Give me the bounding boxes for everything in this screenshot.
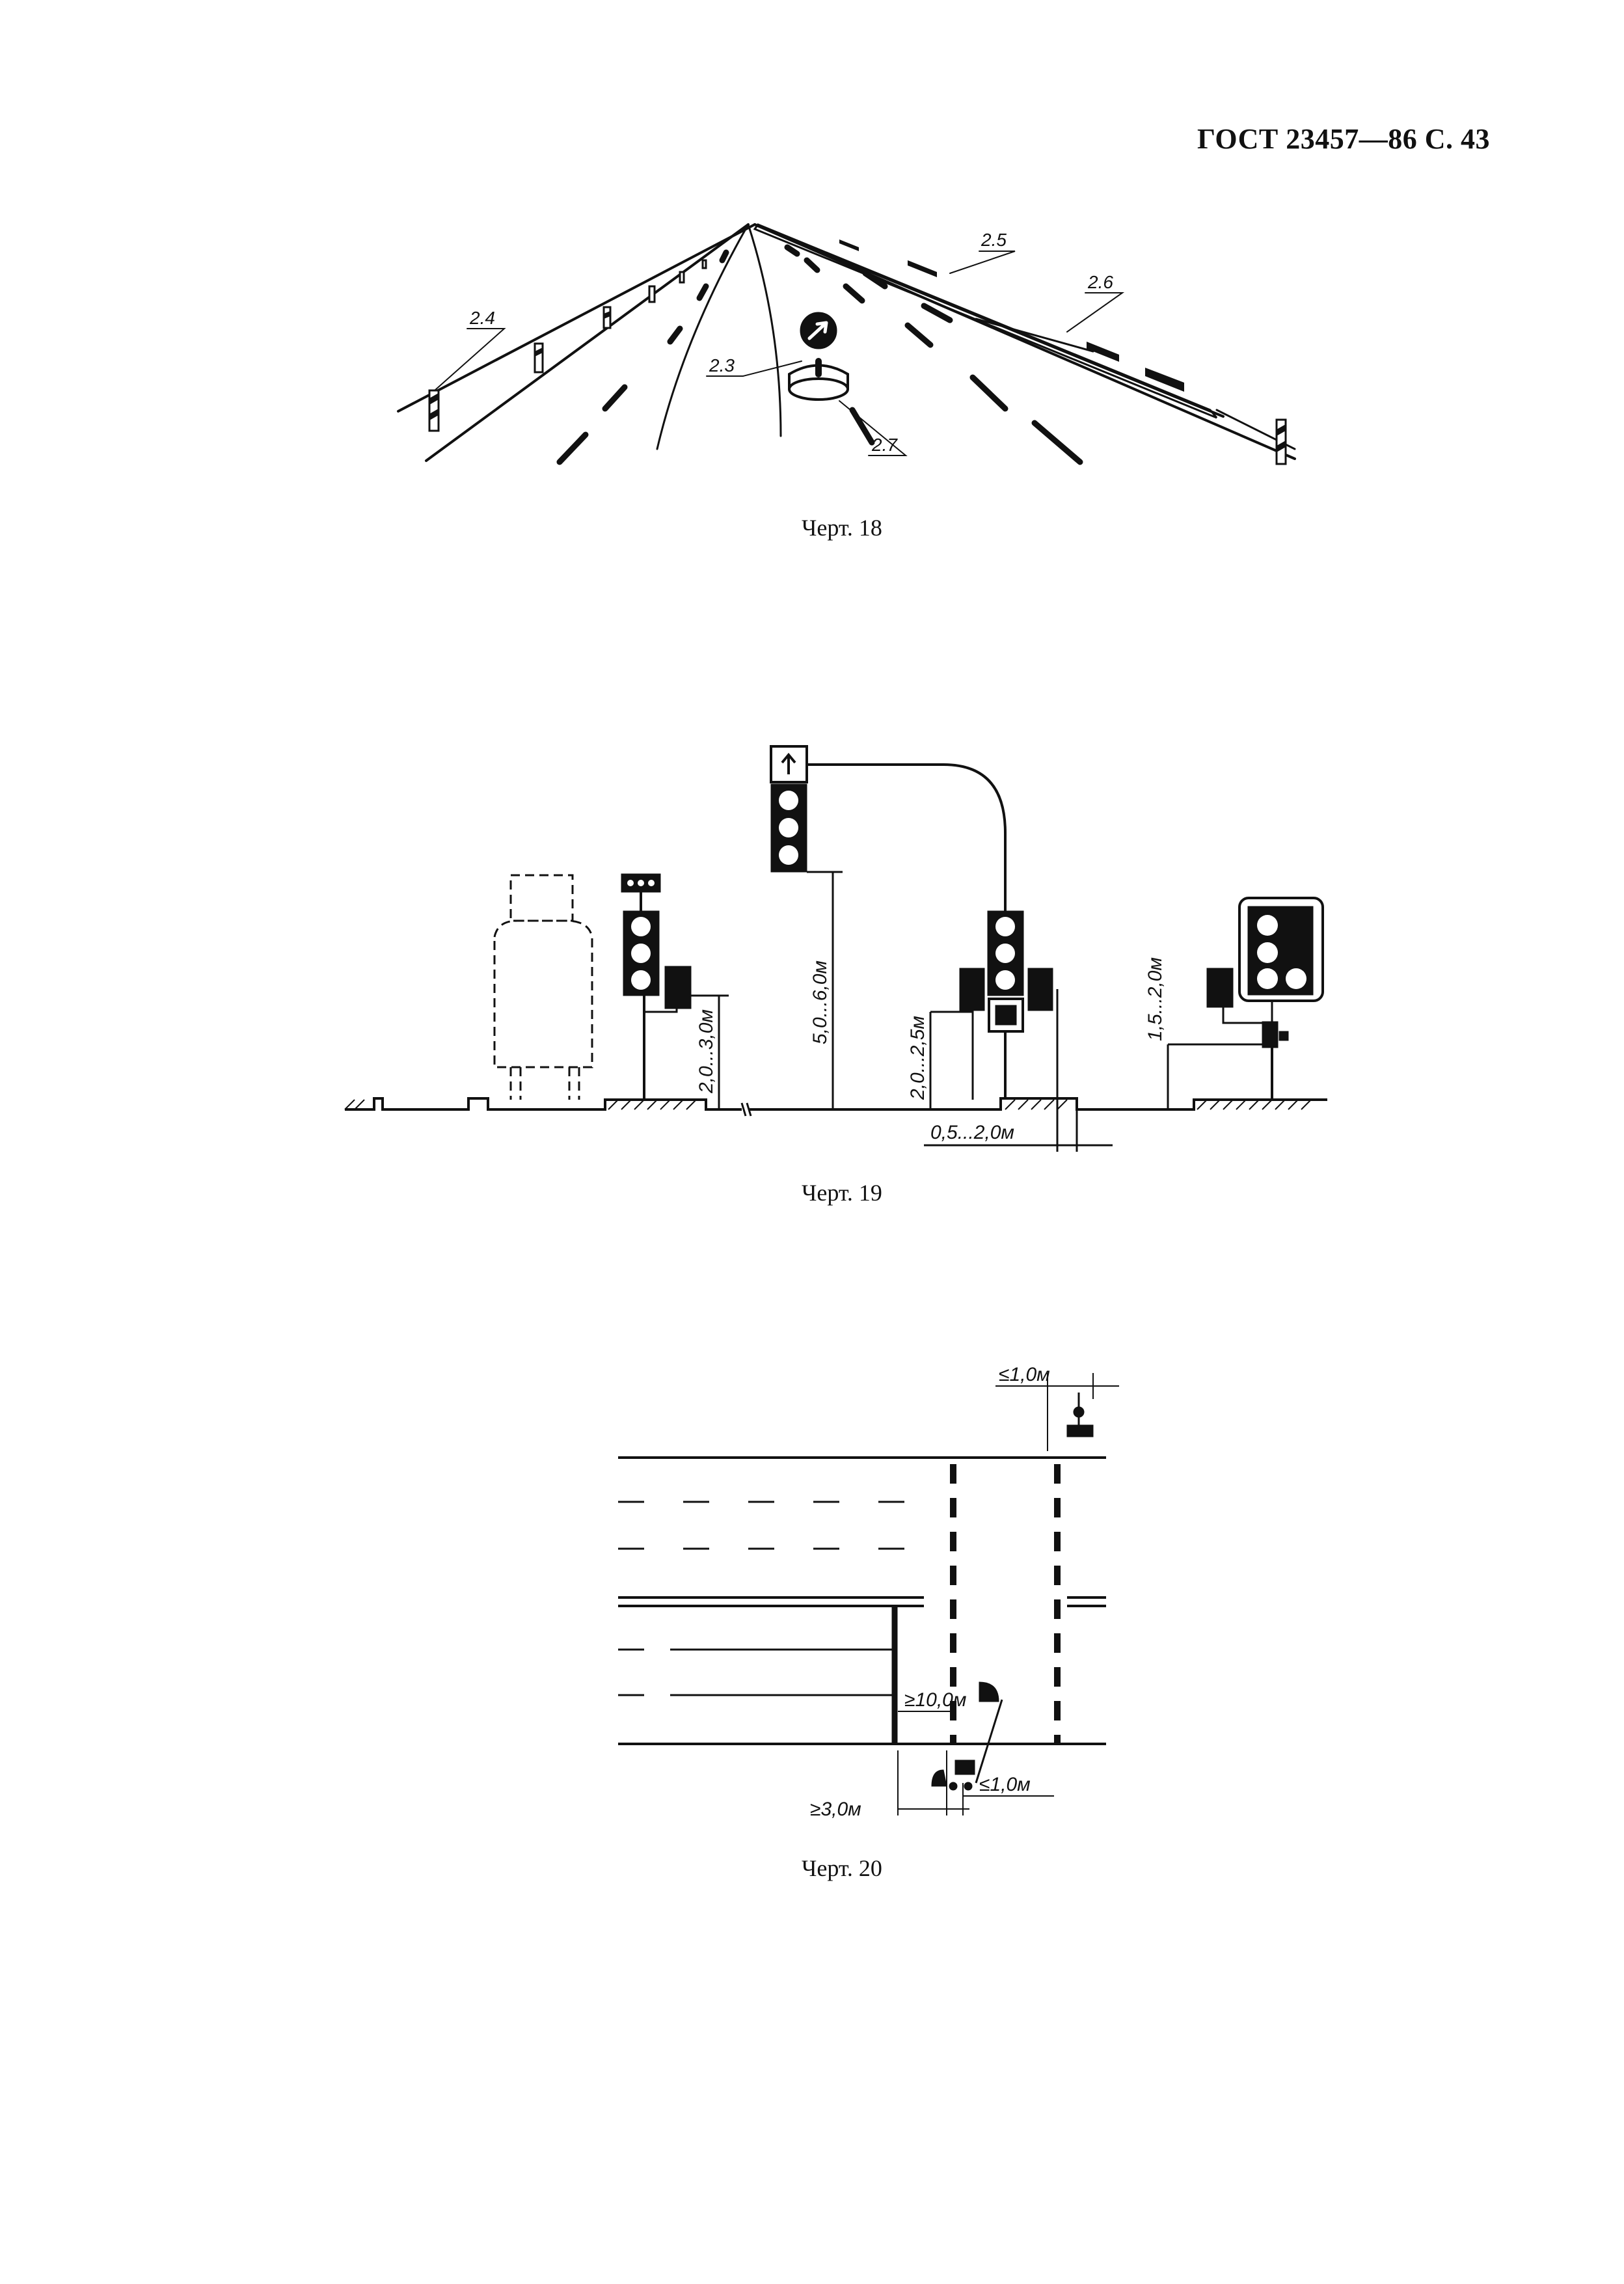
dim-ge-3-0m: ≥3,0м [810, 1799, 861, 1820]
figure-20-caption: Черт. 20 [802, 1855, 882, 1881]
figure-19-caption: Черт. 19 [802, 1180, 882, 1206]
dim-2-0-2-5m: 2,0...2,5м [907, 1016, 928, 1100]
dim-le-1-0m-bottom: ≤1,0м [979, 1774, 1031, 1795]
dim-2-0-3-0m: 2,0...3,0м [696, 1009, 717, 1094]
label-2-3: 2.3 [709, 355, 735, 375]
dim-1-5-2-0m: 1,5...2,0м [1144, 957, 1166, 1041]
label-2-5: 2.5 [981, 230, 1007, 250]
figure-19-traffic-lights [344, 745, 1327, 1152]
figure-20-dimensions: ≤1,0м ≥10,0м ≤1,0м ≥3,0м [810, 1364, 1050, 1820]
label-2-4: 2.4 [469, 308, 495, 328]
figure-18-road-perspective [397, 223, 1296, 465]
figure-20-intersection-plan [618, 1373, 1119, 1815]
figure-18-labels: 2.4 2.3 2.5 2.6 2.7 [469, 230, 1113, 455]
page-header: ГОСТ 23457—86 С. 43 [1197, 123, 1491, 155]
dim-ge-10-0m: ≥10,0м [904, 1689, 966, 1711]
dim-5-0-6-0m: 5,0...6,0м [809, 960, 831, 1044]
dim-le-1-0m-top: ≤1,0м [999, 1364, 1050, 1385]
figure-18-caption: Черт. 18 [802, 515, 882, 541]
dim-0-5-2-0m: 0,5...2,0м [930, 1122, 1014, 1143]
label-2-6: 2.6 [1087, 272, 1113, 292]
label-2-7: 2.7 [871, 435, 898, 455]
figure-19-dimensions: 2,0...3,0м 5,0...6,0м 2,0...2,5м 1,5...2… [696, 957, 1166, 1143]
